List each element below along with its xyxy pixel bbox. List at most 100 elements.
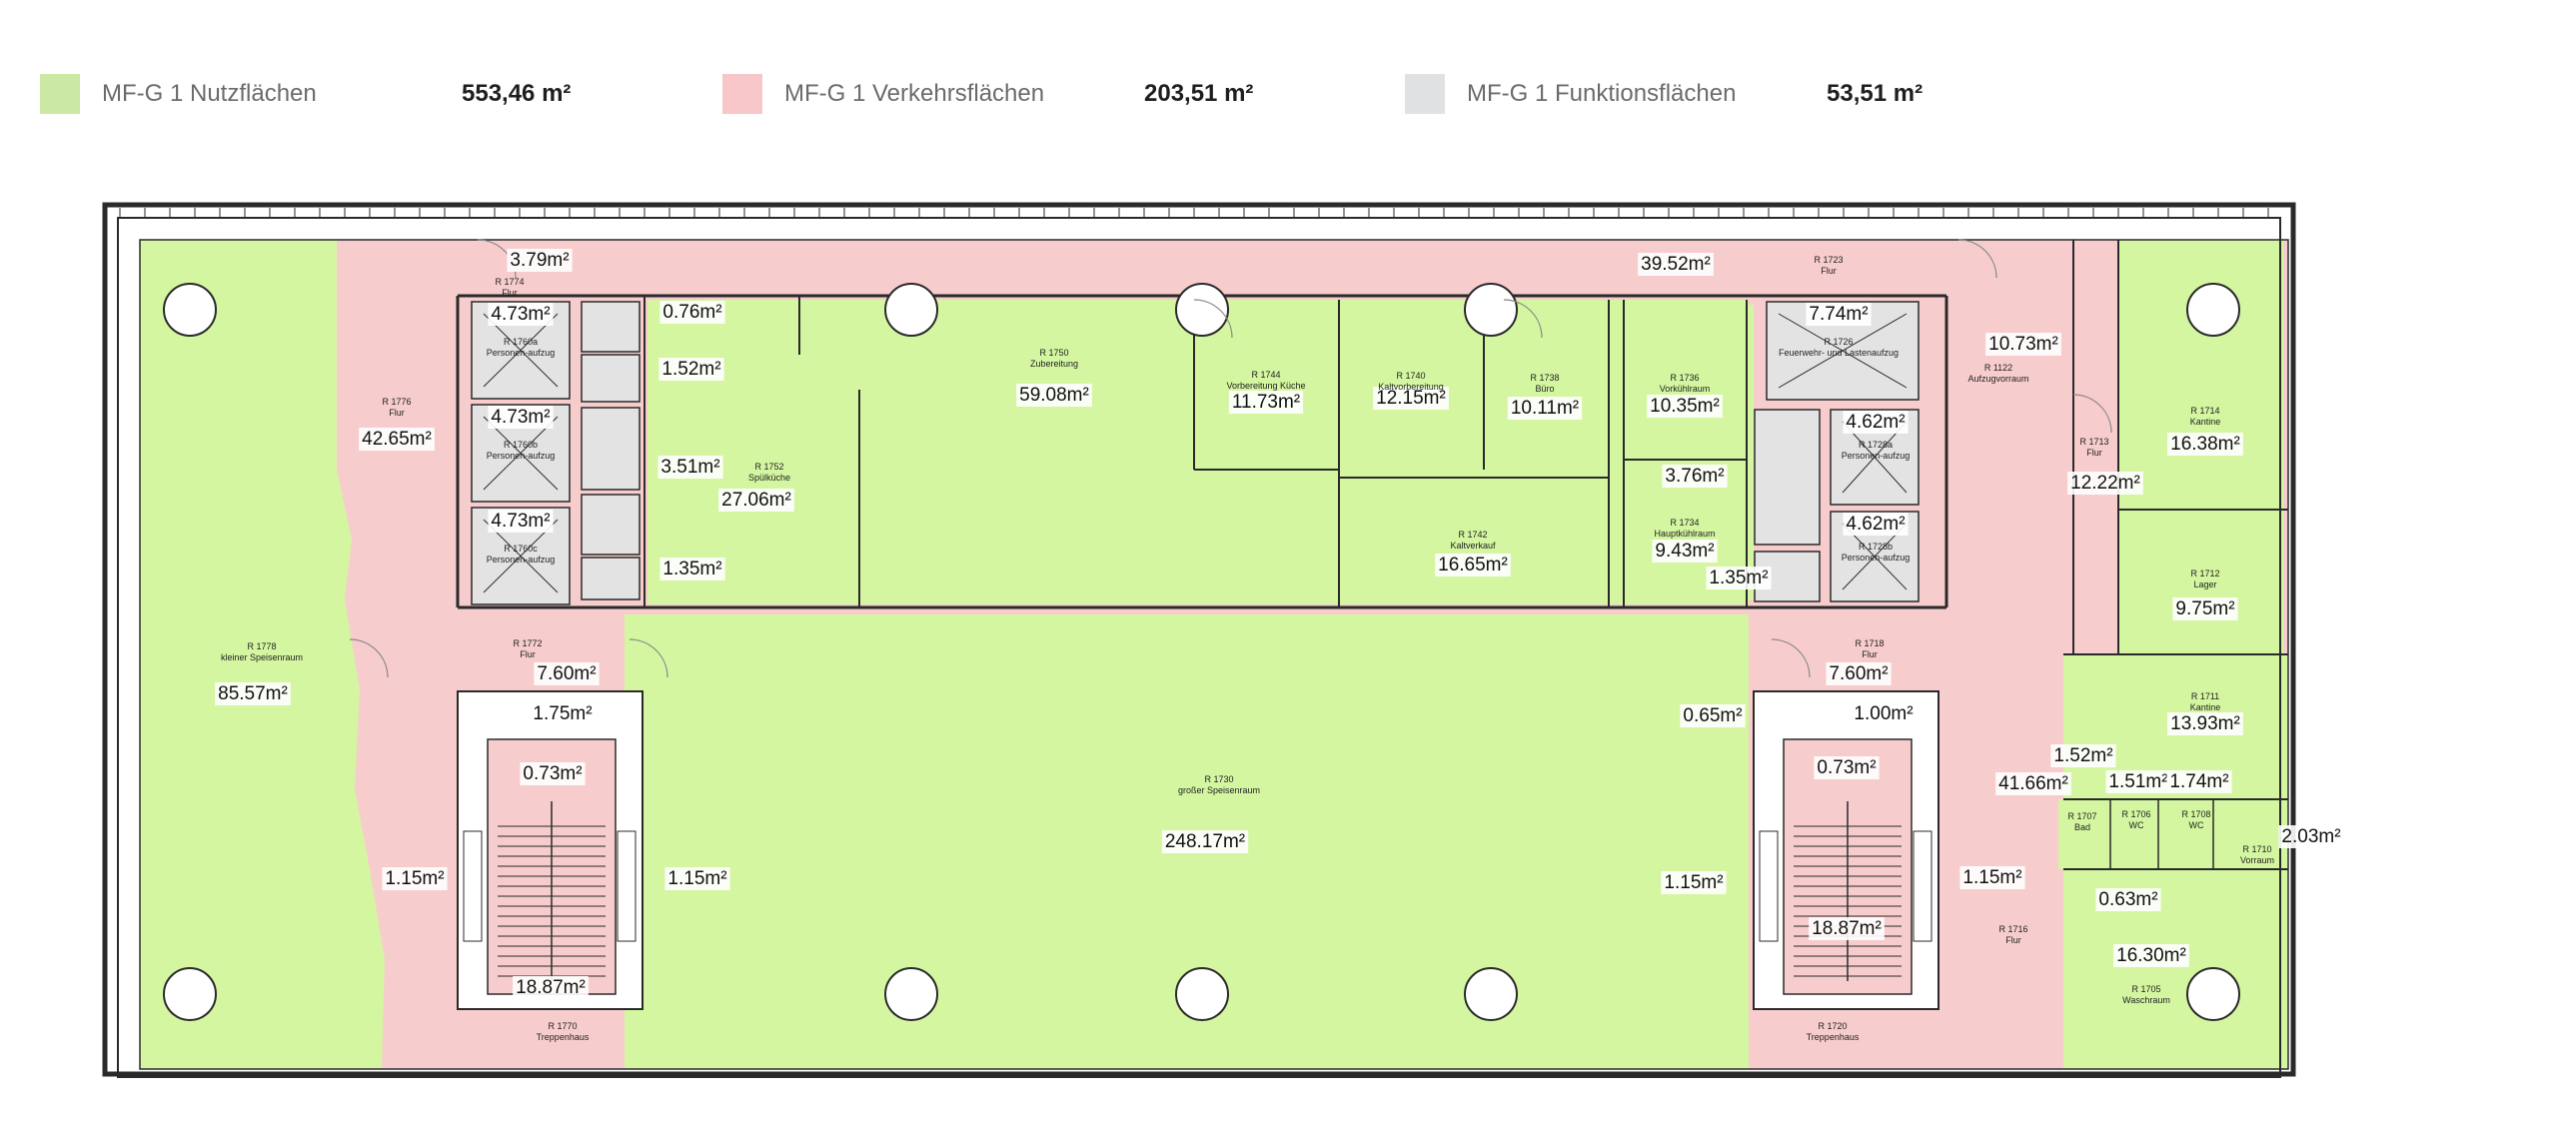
area-label-bad-1707: 1.52m²: [2053, 745, 2112, 766]
room-label-spuelkueche-1752: R 1752: [754, 462, 783, 472]
legend-swatch-nutzflaechen: [40, 74, 80, 114]
area-label-bg: [2050, 744, 2116, 767]
area-label-extra: 1.52m²: [661, 359, 720, 380]
walls-layer: [102, 202, 2296, 1078]
room-label-vorbereitung-1744: R 1744: [1251, 370, 1280, 380]
room-name-label: Vorkühlraum: [1660, 384, 1711, 394]
room-name-label: Vorraum: [2240, 855, 2274, 865]
room-name-label: Feuerwehr- und Lastenaufzug: [1779, 348, 1899, 358]
core-wall-4: [581, 354, 641, 403]
area-label-bg: [1843, 513, 1909, 536]
room-label-treppenhaus-1770: R 1770: [548, 1021, 577, 1031]
room-name-label: Flur: [2005, 935, 2021, 945]
room-label-speiseraum-1778: R 1778: [247, 641, 276, 651]
core-wall-3: [581, 301, 641, 353]
room-name-label: Spülküche: [748, 473, 790, 483]
area-label-bg: [2278, 825, 2344, 848]
zone-core-4: [582, 355, 640, 402]
room-label-kantine-1711: R 1711: [2191, 691, 2219, 701]
area-label-waschraum-1705: 16.30m²: [2116, 945, 2186, 966]
room-label-treppenhaus-1720: R 1720: [1818, 1021, 1847, 1031]
area-label-flur-1723: 39.52m²: [1641, 254, 1711, 275]
room-name-label: Bad: [2074, 822, 2090, 832]
area-label-bg: [1826, 662, 1892, 685]
area-label-extra: 0.73m²: [523, 763, 582, 784]
room-label-hauptkuehlraum-1734: R 1734: [1670, 518, 1699, 528]
core-wall-1: [471, 404, 571, 503]
area-label-extra: 1.35m²: [662, 559, 721, 579]
area-label-aufzug-1760c: 4.73m²: [491, 511, 550, 532]
column-3: [1464, 283, 1518, 337]
room-name-label: Flur: [520, 649, 536, 659]
room-label-aufzug-1760c: R 1760c: [504, 544, 538, 554]
area-label-speiseraum-1778: 85.57m²: [218, 683, 288, 704]
core-wall-0: [471, 301, 571, 400]
zone-kueche: [647, 300, 1749, 604]
area-label-bg: [1851, 702, 1917, 725]
room-label-vorraum-1710: R 1710: [2242, 844, 2271, 854]
area-label-vorraum-1710: 2.03m²: [2281, 826, 2340, 847]
area-label-bg: [2167, 433, 2243, 456]
stair-flight-wall: [1783, 738, 1913, 995]
core-wall-6: [581, 494, 641, 556]
legend-value: 553,46 m²: [462, 80, 572, 107]
area-label-bg: [1661, 871, 1727, 894]
door-swing-4: [1957, 239, 1997, 279]
legend-label: MF-G 1 Verkehrsflächen: [784, 80, 1045, 107]
door-swing-6: [1503, 299, 1543, 339]
area-label-bg: [382, 867, 448, 890]
legend: MF-G 1 Nutzflächen 553,46 m² MF-G 1 Verk…: [40, 70, 2038, 118]
area-label-bg: [1016, 384, 1092, 407]
room-label-wc-1708: R 1708: [2181, 809, 2210, 819]
stair-handrail: [463, 830, 483, 942]
area-label-kaltvorbereitung-1740: 12.15m²: [1376, 388, 1446, 409]
room-label-flur-1774: R 1774: [495, 277, 524, 287]
area-label-bg: [534, 662, 600, 685]
room-name-label: Flur: [1821, 266, 1837, 276]
area-label-extra: 0.73m²: [1817, 757, 1876, 778]
area-label-bg: [530, 702, 596, 725]
core-wall-7: [581, 557, 641, 600]
area-label-flur-1774: 3.79m²: [510, 250, 569, 271]
room-name-label: Flur: [389, 408, 405, 418]
room-name-label: Zubereitung: [1030, 359, 1078, 369]
legend-label: MF-G 1 Nutzflächen: [102, 80, 317, 107]
area-label-extra: 1.15m²: [385, 868, 444, 889]
room-name-label: Kantine: [2190, 702, 2221, 712]
room-name-label: Personen-aufzug: [487, 348, 556, 358]
room-label-speiseraum-1730: R 1730: [1204, 774, 1233, 784]
outer-wall: [102, 202, 2296, 1077]
room-name-label: Flur: [2086, 448, 2102, 458]
area-label-bg: [1680, 704, 1746, 727]
area-label-treppenhaus-1720: 18.87m²: [1812, 918, 1882, 939]
area-label-vorkuehlraum-1736: 10.35m²: [1650, 396, 1720, 417]
room-name-label: großer Speisenraum: [1178, 785, 1260, 795]
area-label-vorbereitung-1744: 11.73m²: [1232, 392, 1300, 413]
core-wall-11: [1754, 409, 1821, 546]
area-label-bg: [1647, 395, 1723, 418]
area-label-bg: [1706, 567, 1772, 589]
legend-item-nutzflaechen: MF-G 1 Nutzflächen 553,46 m²: [40, 70, 571, 118]
area-label-aufzugvorraum-1122: 10.73m²: [1988, 334, 2058, 355]
area-label-extra: 1.15m²: [1962, 867, 2021, 888]
zone-core-7: [582, 558, 640, 599]
room-label-flur-1723: R 1723: [1814, 255, 1843, 265]
core-wall-8: [1766, 301, 1920, 401]
zones-layer: [140, 240, 2288, 1069]
area-label-bg: [359, 428, 435, 451]
zone-core-5: [582, 408, 640, 490]
room-name-label: Flur: [502, 288, 518, 298]
room-name-label: Kaltverkauf: [1450, 541, 1496, 551]
room-name-label: Personen-aufzug: [1842, 553, 1911, 563]
area-label-wc-1708: 1.74m²: [2169, 771, 2228, 792]
column-6: [884, 967, 938, 1021]
core-wall-10: [1830, 511, 1920, 602]
area-label-bg: [1662, 465, 1728, 488]
area-label-aufzug-1760b: 4.73m²: [491, 407, 550, 428]
area-label-bg: [2167, 712, 2243, 735]
room-label-flur-1713: R 1713: [2079, 437, 2108, 447]
area-label-kaltverkauf-1742: 16.65m²: [1438, 555, 1508, 575]
area-label-bg: [659, 301, 725, 324]
